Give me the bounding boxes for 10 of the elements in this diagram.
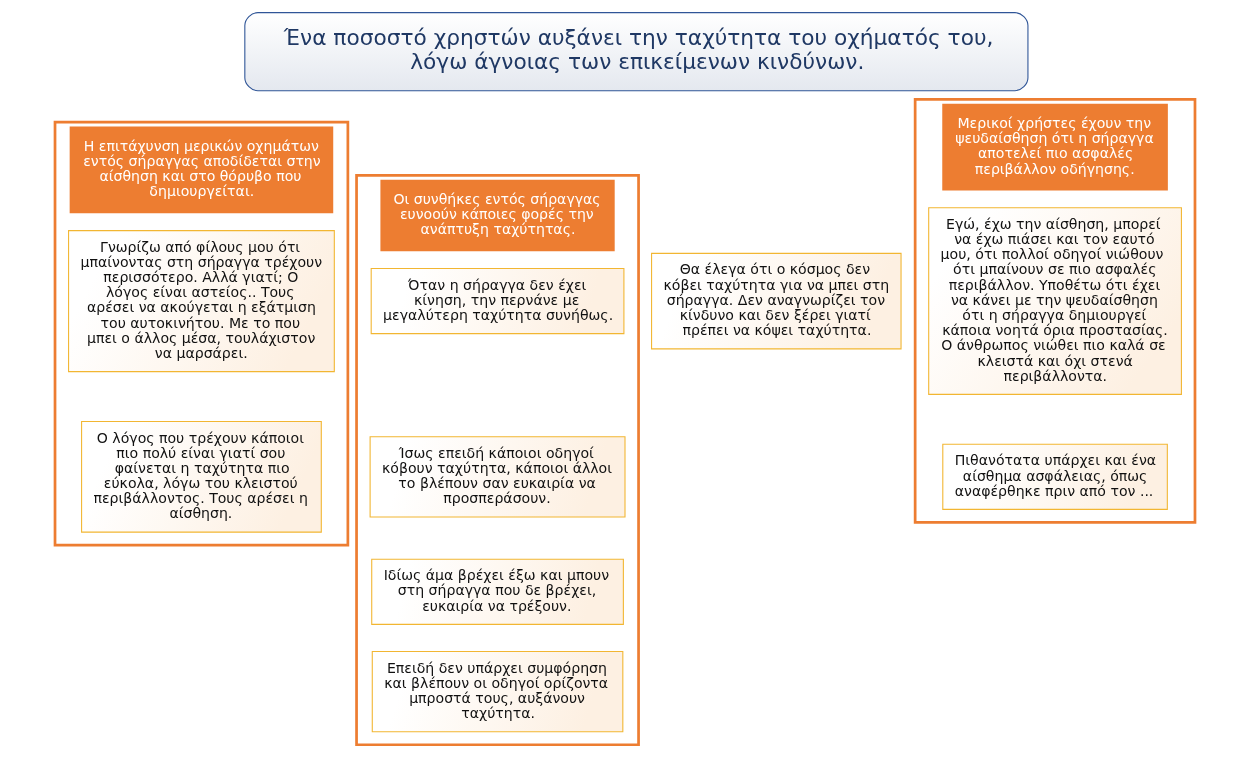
node-box: Όταν η σήραγγα δεν έχει κίνηση, την περνάνε με μεγαλύτερη ταχύτητα συνήθως. [370,268,625,335]
node-box: Ιδίως άμα βρέχει έξω και μπουν στη σήραγγα που δε βρέχει, ευκαιρία να τρέξουν. [371,558,624,625]
node-box: Γνωρίζω από φίλους μου ότι μπαίνοντας στη σήραγγα τρέχουν περισσότερο. Αλλά γιατί; Ο λόγος είναι αστείος.. Τους αρέσει να ακούγεται η εξάτμιση του αυτοκινήτου. Με το που μπει ο άλλος μέσα, τουλάχιστον να μαρσάρει. [68,230,335,373]
node-box: Επειδή δεν υπάρχει συμφόρηση και βλέπουν οι οδηγοί ορίζοντα μπροστά τους, αυξάνουν ταχύτητα. [371,650,624,733]
node-box: Πιθανότατα υπάρχει και ένα αίσθημα ασφάλειας, όπως αναφέρθηκε πριν από τον ... [942,443,1168,510]
node-box: Ένα ποσοστό χρηστών αυξάνει την ταχύτητα του οχήματός του, λόγω άγνοιας των επικείμενων κινδύνων. [244,12,1029,92]
node-box: Ίσως επειδή κάποιοι οδηγοί κόβουν ταχύτητα, κάποιοι άλλοι το βλέπουν σαν ευκαιρία να προσπεράσουν. [369,436,626,518]
node-box: Ο λόγος που τρέχουν κάποιοι πιο πολύ είναι γιατί σου φαίνεται η ταχύτητα πιο εύκολα, λόγω του κλειστού περιβάλλοντος. Τους αρέσει η αίσθηση. [81,420,322,533]
node-box: Θα έλεγα ότι ο κόσμος δεν κόβει ταχύτητα για να μπει στη σήραγγα. Δεν αναγνωρίζει τον κίνδυνο και δεν ξέρει γιατί πρέπει να κόψει ταχύτητα. [651,252,902,350]
node-box: Εγώ, έχω την αίσθηση, μπορεί να έχω πιάσει και τον εαυτό μου, ότι πολλοί οδηγοί νιώθουν ότι μπαίνουν σε πιο ασφαλές περιβάλλον. Υποθέτω ότι έχει να κάνει με την ψευδαίσθηση ότι η σήραγγα δημιουργεί κάποια νοητά όρια προστασίας. Ο άνθρωπος νιώθει πιο καλά σε κλειστά και όχι στενά περιβάλλοντα. [928,207,1182,395]
